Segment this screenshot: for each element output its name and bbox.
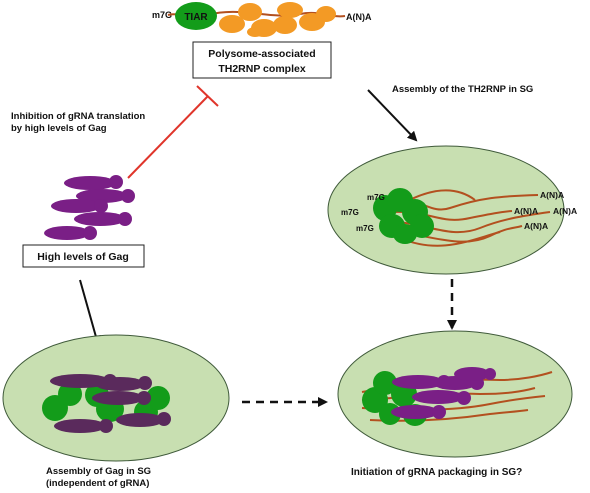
stress-granule-packaging [337, 330, 573, 458]
stress-granule-th2rnp: m7G m7G m7G A(N)A A(N)A A(N)A A(N)A [327, 145, 577, 275]
arrow-to-sg-bottom-left [79, 279, 101, 346]
initiation-label: Initiation of gRNA packaging in SG? [351, 467, 522, 478]
polya-label-polysome: A(N)A [346, 12, 372, 22]
inhibition-connector [127, 85, 219, 179]
sg-polya-label-1: A(N)A [540, 190, 564, 200]
assembly-gag-label-line2: (independent of gRNA) [46, 478, 149, 489]
polysome-box-line2: TH2RNP complex [218, 63, 305, 75]
inhibition-label-line1: Inhibition of gRNA translation [11, 111, 145, 122]
sg-cap-label-3: m7G [356, 224, 374, 233]
sg-polya-label-3: A(N)A [553, 206, 577, 216]
sg-polya-label-4: A(N)A [524, 221, 548, 231]
cap-label-polysome: m7G [152, 10, 172, 20]
ribosome-cluster [219, 2, 336, 37]
assembly-gag-label-line1: Assembly of Gag in SG [46, 466, 151, 477]
assembly-th2rnp-label: Assembly of the TH2RNP in SG [392, 84, 533, 95]
polysome-complex: m7G TIAR A(N)A [152, 2, 372, 37]
stress-granule-gag [2, 334, 230, 462]
gag-cluster-free [44, 175, 135, 240]
high-gag-label: High levels of Gag [37, 251, 129, 263]
tiar-protein [175, 2, 217, 30]
tiar-label: TIAR [184, 12, 208, 23]
sg-top-tiar-cluster [373, 188, 434, 244]
arrow-to-sg-top [367, 89, 418, 142]
sg-cap-label-1: m7G [367, 193, 385, 202]
sg-cap-label-2: m7G [341, 208, 359, 217]
polysome-label-box [192, 41, 332, 79]
polysome-box-line1: Polysome-associated [208, 48, 315, 60]
sg-polya-label-2: A(N)A [514, 206, 538, 216]
inhibition-label-line2: by high levels of Gag [11, 123, 107, 134]
high-gag-label-box [22, 244, 145, 268]
